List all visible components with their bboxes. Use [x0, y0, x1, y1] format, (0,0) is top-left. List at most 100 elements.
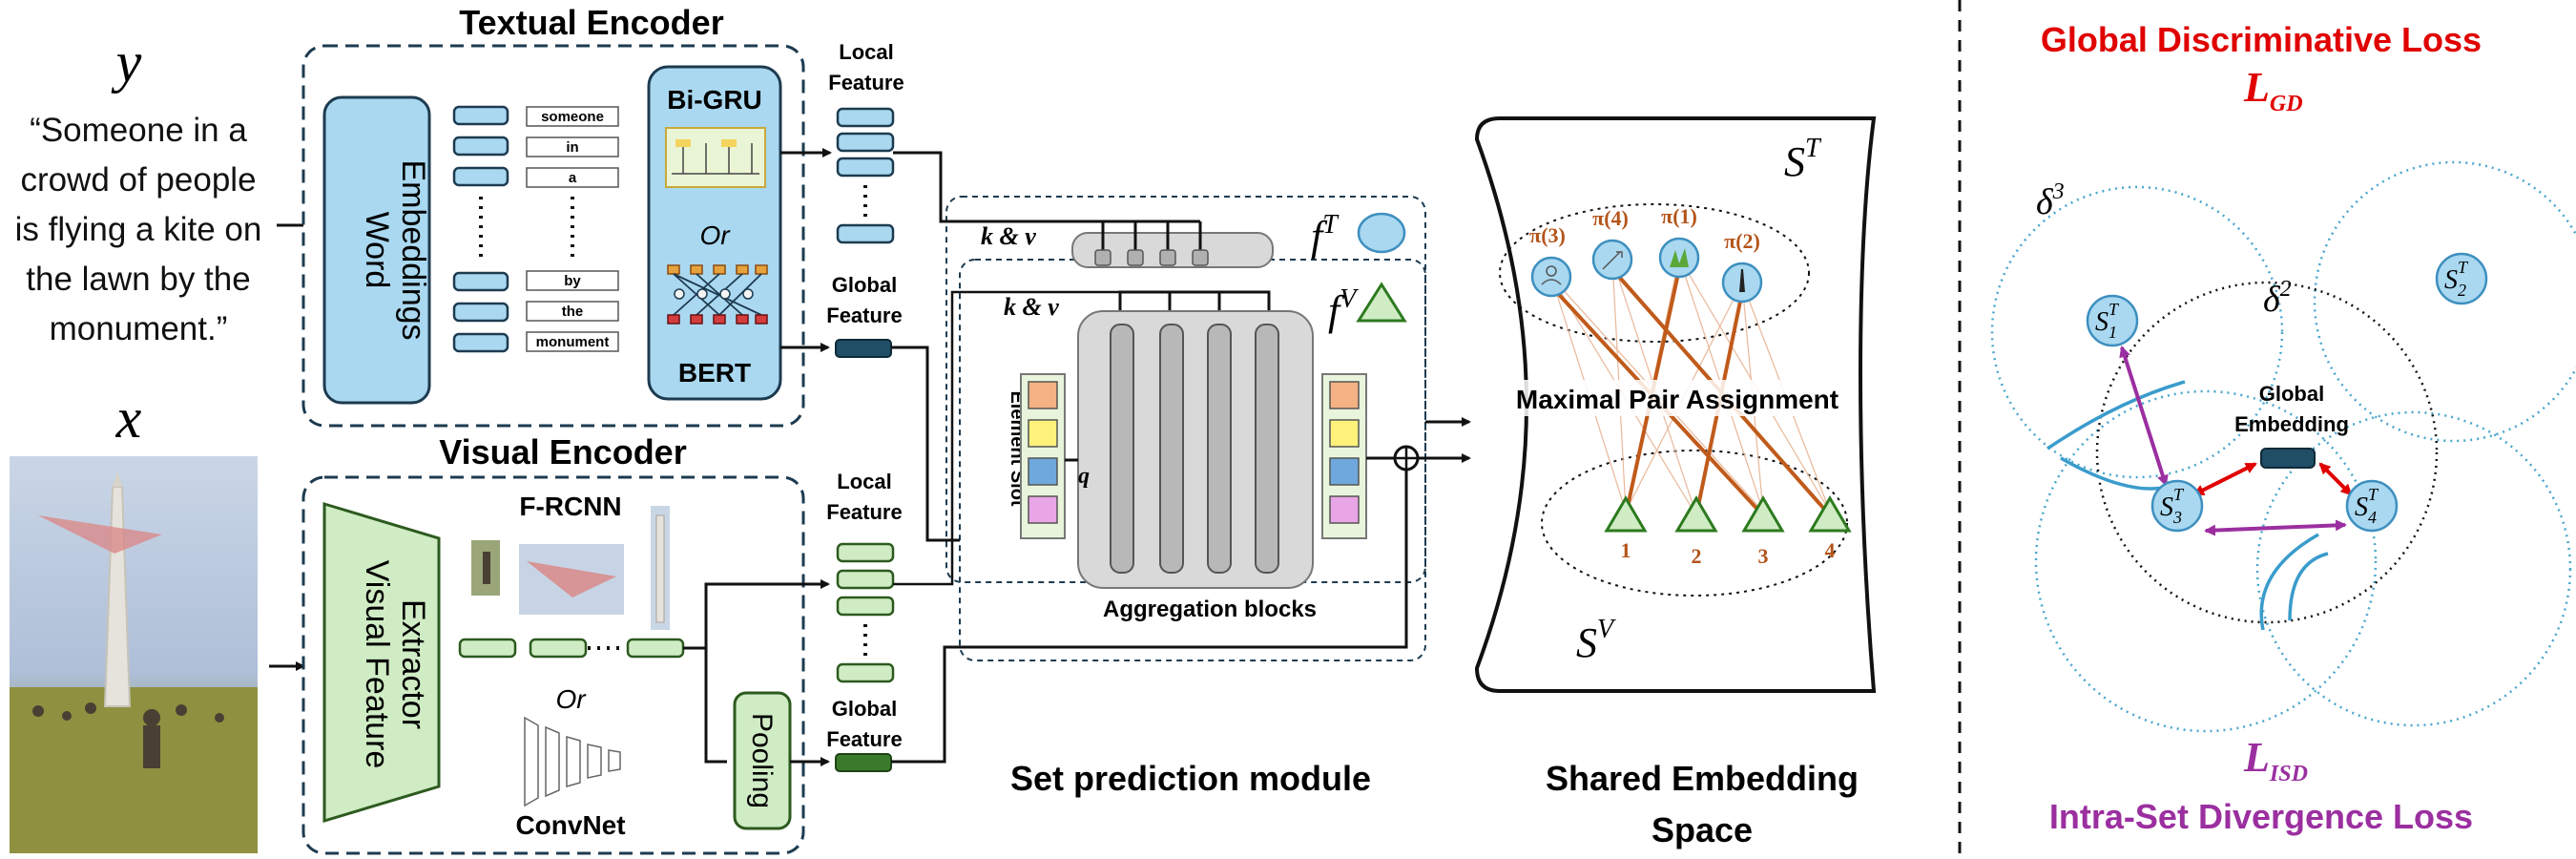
visual-kv-label: k & v: [1004, 293, 1059, 321]
output-slot-4: [1329, 495, 1360, 524]
caption-line-2: crowd of people: [20, 161, 256, 199]
visual-set-ellipse: [1541, 450, 1848, 597]
word-embeddings-label: Word Embeddings: [359, 159, 431, 340]
text-node-pi4: [1591, 239, 1633, 281]
region-features: [458, 638, 685, 659]
region-crops: [471, 506, 670, 630]
word-embeddings-label-1: Word: [359, 212, 395, 289]
delta2-circle: [2095, 281, 2439, 624]
isd-loss-symbol: LISD: [2243, 734, 2308, 786]
s3-label: S3T: [2160, 485, 2185, 527]
visual-global-feature-label: Global Feature: [826, 697, 902, 751]
isd-arrow-s1-s3: [2119, 346, 2169, 487]
caption-line-4: the lawn by the: [26, 261, 250, 298]
token-words: someone in a by the monument: [526, 106, 619, 352]
pi-label-4: π(2): [1724, 229, 1760, 253]
isd-loss-title: Intra-Set Divergence Loss: [2049, 797, 2473, 836]
element-slot-3: [1028, 457, 1058, 486]
sT-superscript: T: [1805, 134, 1822, 163]
visual-global-route: [891, 458, 1408, 764]
text-global-feature-label: Global Feature: [826, 273, 902, 327]
s1-subscript: 1: [2109, 323, 2117, 342]
visual-node-1: [1604, 495, 1648, 533]
visual-feature-route: [683, 582, 821, 764]
element-slot-1: [1028, 381, 1058, 409]
embedding-space-label-1: Shared Embedding: [1546, 759, 1859, 798]
token-word-3: a: [569, 170, 577, 186]
delta3-symbol: δ: [2036, 182, 2054, 222]
aggregation-label: Aggregation blocks: [1103, 597, 1317, 622]
visual-local-feature-label-2: Feature: [826, 500, 902, 524]
bert-label: BERT: [678, 358, 751, 388]
textual-encoder-box: [301, 44, 805, 428]
text-local-feature-stack: [836, 107, 895, 244]
visual-extractor-label: Visual Feature Extractor: [359, 560, 431, 769]
convnet-label: ConvNet: [515, 810, 625, 840]
global-embedding-node: [2260, 448, 2316, 469]
s4-subscript: 4: [2368, 508, 2377, 527]
text-local-feature-label: Local Feature: [828, 40, 904, 94]
output-slot-3: [1329, 457, 1360, 486]
s3-node: S3T: [2150, 479, 2204, 533]
set-prediction-label: Set prediction module: [1010, 759, 1371, 798]
sV-label: SV: [1576, 615, 1616, 666]
pi-label-3: π(1): [1661, 204, 1697, 228]
fV-label: fV: [1328, 284, 1359, 334]
global-embedding-label-1: Global: [2259, 382, 2324, 406]
s3-superscript: T: [2173, 485, 2185, 504]
output-slot-2: [1329, 419, 1360, 448]
embedding-space-label-2: Space: [1652, 810, 1753, 849]
text-node-pi2: [1721, 262, 1763, 304]
text-global-feature-label-1: Global: [832, 273, 897, 297]
text-set-nodes: [1530, 237, 1763, 304]
delta2-superscript: 2: [2280, 277, 2292, 302]
s2-label: S2T: [2444, 258, 2469, 300]
visual-encoder-title: Visual Encoder: [439, 432, 686, 471]
visual-backbone-or: Or: [555, 684, 587, 714]
caption-text: “Someone in a crowd of people is flying …: [15, 112, 262, 347]
visual-node-number-2: 2: [1692, 544, 1702, 568]
isd-loss-subscript: ISD: [2269, 762, 2308, 786]
gd-loss-symbol: LGD: [2243, 64, 2303, 116]
pi-labels: π(3) π(4) π(1) π(2): [1529, 204, 1760, 253]
s2-symbol: S: [2444, 265, 2458, 295]
text-backbone-or: Or: [699, 220, 731, 250]
output-slot-1: [1329, 381, 1360, 409]
s1-symbol: S: [2095, 307, 2109, 337]
delta2-label: δ2: [2263, 277, 2292, 320]
visual-global-feature-label-2: Feature: [826, 727, 902, 751]
visual-global-feature-label-1: Global: [832, 697, 897, 721]
s4-label: S4T: [2355, 485, 2379, 527]
text-local-feature-label-1: Local: [839, 40, 893, 64]
assignment-label: Maximal Pair Assignment: [1516, 385, 1839, 414]
visual-node-3: [1741, 495, 1785, 533]
token-embeddings: [452, 105, 509, 353]
gd-loss-title: Global Discriminative Loss: [2041, 20, 2482, 59]
visual-local-feature-stack: [836, 542, 895, 683]
visual-node-number-1: 1: [1621, 538, 1631, 562]
aggregation-container: [1077, 310, 1314, 589]
fV-superscript: V: [1340, 284, 1359, 314]
s2-superscript: T: [2458, 258, 2469, 277]
token-word-5: the: [562, 304, 584, 320]
visual-node-number-4: 4: [1825, 538, 1836, 562]
y-symbol: y: [111, 31, 142, 94]
pi-label-2: π(4): [1592, 206, 1629, 230]
query-label: q: [1078, 464, 1090, 489]
convnet-diagram: [524, 716, 621, 807]
text-kv-comb-nodes: [1094, 249, 1209, 266]
gd-loss-subscript: GD: [2270, 92, 2303, 116]
s1-node: S1T: [2086, 294, 2139, 347]
set-circles: [1990, 160, 2576, 733]
text-global-route: [891, 346, 960, 542]
text-kv-comb: [893, 151, 1202, 258]
delta2-symbol: δ: [2263, 280, 2281, 320]
text-node-pi1: [1658, 237, 1700, 279]
x-symbol: x: [115, 387, 142, 450]
delta3-label: δ3: [2036, 179, 2065, 222]
textual-encoder-title: Textual Encoder: [459, 3, 723, 42]
visual-set-nodes: [1604, 495, 1852, 533]
caption-line-5: monument.”: [50, 310, 228, 347]
visual-extractor-label-2: Extractor: [395, 599, 431, 729]
